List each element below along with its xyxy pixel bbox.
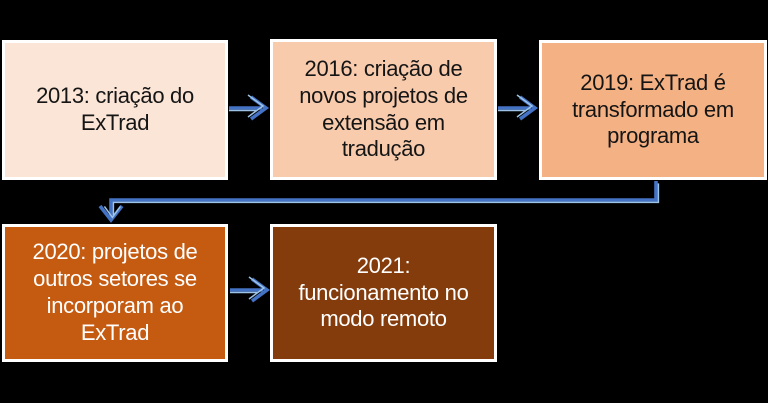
arrow-2016-to-2019 — [498, 94, 539, 121]
flow-box-2019-label: 2019: ExTrad é transformado em programa — [572, 69, 734, 149]
flow-box-2021: 2021: funcionamento no modo remoto — [270, 224, 497, 362]
arrow-2020-to-2021 — [230, 276, 271, 303]
flow-box-2019: 2019: ExTrad é transformado em programa — [539, 40, 767, 180]
flow-box-2020-label: 2020: projetos de outros setores se inco… — [32, 239, 198, 345]
arrow-2019-to-2020 — [98, 181, 660, 223]
flow-box-2021-label: 2021: funcionamento no modo remoto — [298, 252, 469, 332]
arrow-2013-to-2016 — [229, 94, 270, 121]
flow-box-2016: 2016: criação de novos projetos de exten… — [270, 39, 497, 180]
flow-box-2016-label: 2016: criação de novos projetos de exten… — [299, 55, 468, 162]
flow-box-2013: 2013: criação do ExTrad — [2, 40, 228, 180]
flow-box-2020: 2020: projetos de outros setores se inco… — [2, 224, 228, 362]
flow-box-2013-label: 2013: criação do ExTrad — [36, 83, 194, 135]
